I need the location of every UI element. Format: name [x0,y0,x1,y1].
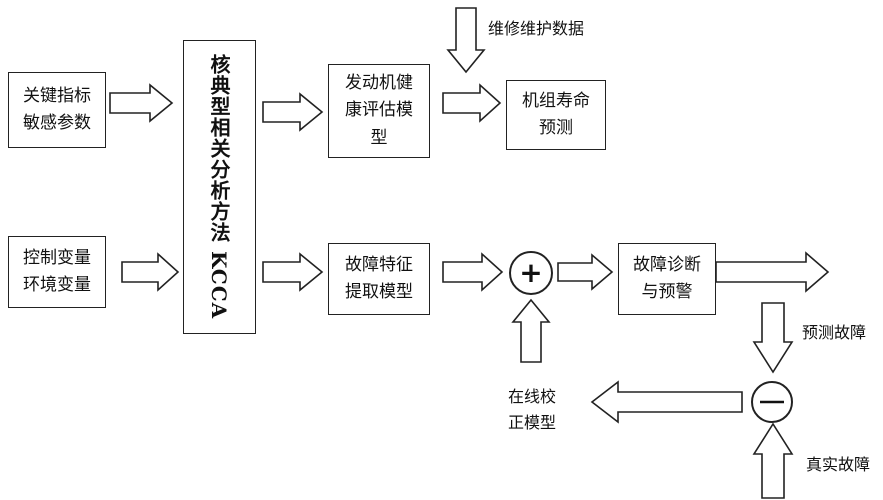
arrow-correction-up [511,298,551,363]
label-online-correction: 在线校 正模型 [507,387,556,432]
arrow-predicted-down [752,302,794,374]
sum-junction [509,251,553,295]
node-key-indicators: 关键指标 敏感参数 [8,72,106,148]
kcca-method-label: 核典型相关分析方法 KCCA [207,54,231,320]
label-real-fault: 真实故障 [806,455,871,474]
arrow-control-to-kcca [121,252,180,292]
arrow-kcca-to-health [262,92,324,132]
arrow-real-up [752,422,794,499]
node-fault-feature-model: 故障特征 提取模型 [328,243,430,315]
node-fault-diagnosis: 故障诊断 与预警 [618,243,716,315]
arrow-maintenance-down [446,7,486,74]
label-maintenance-data: 维修维护数据 [488,19,585,38]
arrow-diagnosis-out [715,251,830,293]
label-predicted-fault: 预测故障 [802,323,867,342]
arrow-sum-to-diagnosis [557,253,614,291]
node-engine-health-model: 发动机健 康评估模 型 [328,64,430,158]
arrow-health-to-life [442,83,502,123]
node-kcca-method: 核典型相关分析方法 KCCA [183,40,256,334]
sum-junction-symbol: + [519,256,542,289]
node-control-variables: 控制变量 环境变量 [8,236,106,308]
arrow-feature-to-sum [442,252,504,292]
arrow-kcca-to-feature [262,252,324,292]
node-life-prediction: 机组寿命 预测 [506,80,606,150]
arrow-key-to-kcca [109,83,174,123]
arrow-diff-to-correction [590,380,743,424]
